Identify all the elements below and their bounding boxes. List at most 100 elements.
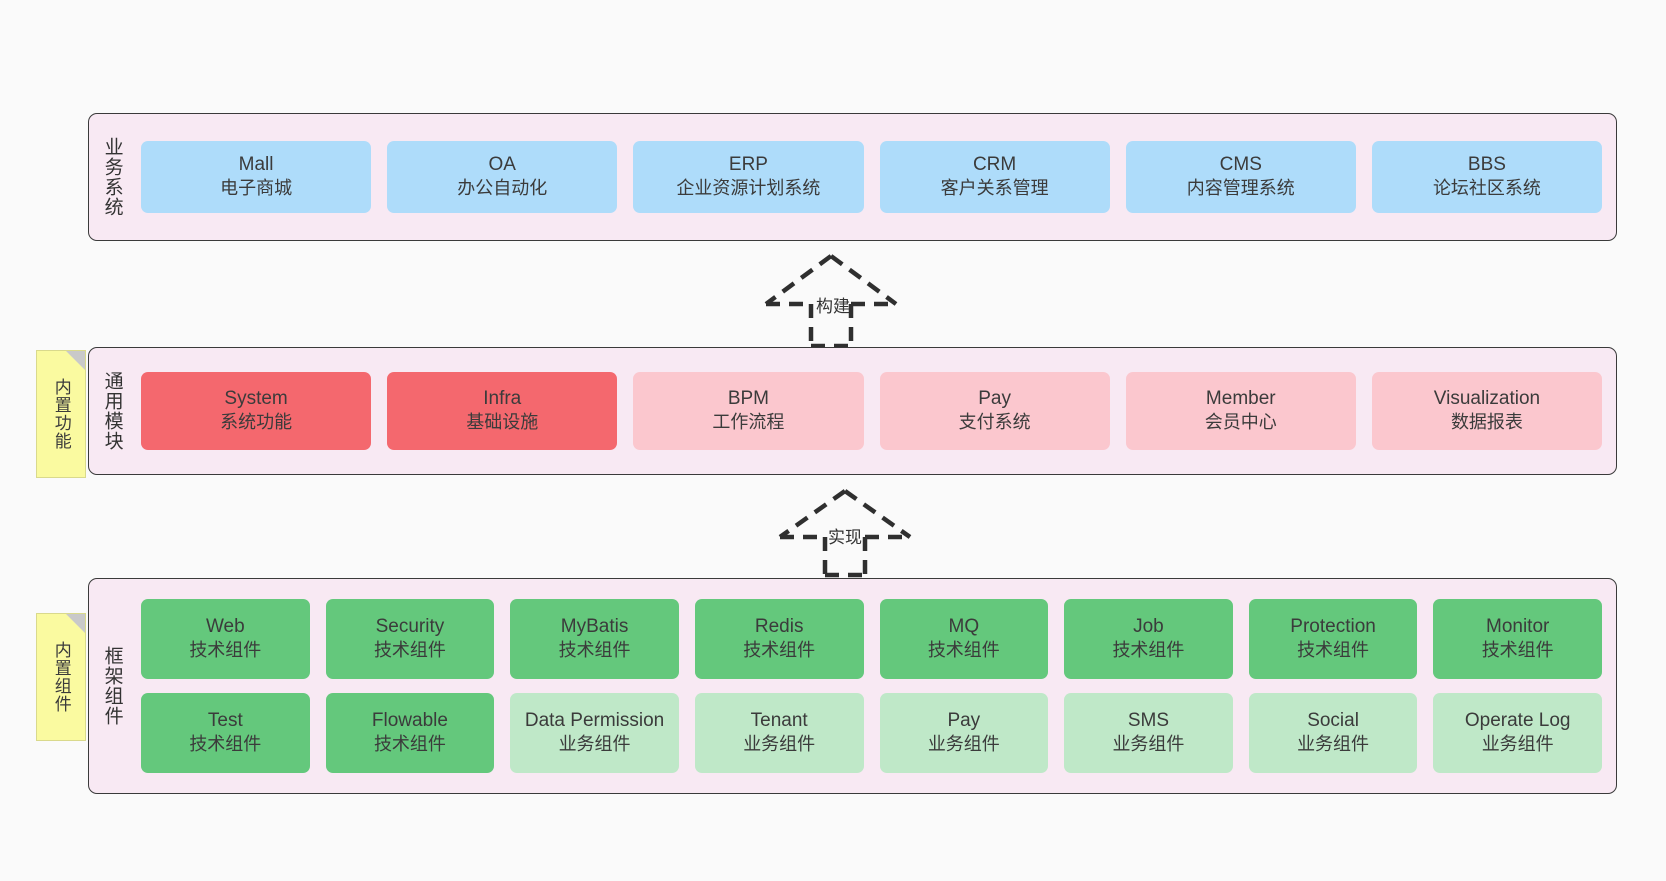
card-member-cn: 会员中心 <box>1204 412 1277 433</box>
card-pay-component-en: Pay <box>947 710 981 732</box>
card-infra[interactable]: Infra 基础设施 <box>387 372 618 450</box>
connector-implement-label: 实现 <box>828 528 862 547</box>
card-data-permission-cn: 业务组件 <box>558 734 631 755</box>
card-cms[interactable]: CMS 内容管理系统 <box>1125 141 1356 213</box>
modules-card-row: System 系统功能 Infra 基础设施 BPM 工作流程 Pay 支付系统… <box>141 372 1603 450</box>
card-bpm-cn: 工作流程 <box>712 412 785 433</box>
card-redis[interactable]: Redis 技术组件 <box>694 599 864 679</box>
card-security-en: Security <box>375 616 445 638</box>
framework-business-row: Test 技术组件 Flowable 技术组件 Data Permission … <box>141 693 1602 773</box>
card-sms-en: SMS <box>1127 710 1170 732</box>
card-mq-en: MQ <box>948 616 980 638</box>
card-oa-en: OA <box>488 154 516 176</box>
card-data-permission[interactable]: Data Permission 业务组件 <box>510 693 679 773</box>
card-sms[interactable]: SMS 业务组件 <box>1064 693 1233 773</box>
card-protection-en: Protection <box>1290 616 1376 638</box>
card-erp[interactable]: ERP 企业资源计划系统 <box>633 141 864 213</box>
card-flowable[interactable]: Flowable 技术组件 <box>325 693 495 773</box>
card-system-cn: 系统功能 <box>220 412 293 433</box>
card-infra-cn: 基础设施 <box>466 412 539 433</box>
card-operate-log-cn: 业务组件 <box>1481 734 1554 755</box>
card-monitor[interactable]: Monitor 技术组件 <box>1433 599 1602 679</box>
card-mq-cn: 技术组件 <box>927 640 1000 661</box>
card-member[interactable]: Member 会员中心 <box>1125 372 1356 450</box>
connector-build-label: 构建 <box>816 297 850 316</box>
layer-modules-title: 通用模块 <box>101 371 123 451</box>
card-pay-module-cn: 支付系统 <box>958 412 1031 433</box>
note-builtin-functions-label: 内置功能 <box>51 378 71 450</box>
card-system[interactable]: System 系统功能 <box>141 372 372 450</box>
card-bbs-en: BBS <box>1467 154 1506 176</box>
card-redis-cn: 技术组件 <box>743 640 816 661</box>
generalization-arrow-icon <box>764 254 898 349</box>
card-flowable-en: Flowable <box>371 710 448 732</box>
card-monitor-en: Monitor <box>1486 616 1550 638</box>
note-builtin-components-label: 内置组件 <box>51 641 71 713</box>
card-mybatis[interactable]: MyBatis 技术组件 <box>510 599 679 679</box>
card-visualization[interactable]: Visualization 数据报表 <box>1371 372 1603 450</box>
note-builtin-functions: 内置功能 <box>36 350 86 478</box>
layer-framework-title: 框架组件 <box>101 646 123 726</box>
card-visualization-en: Visualization <box>1433 388 1541 410</box>
card-test[interactable]: Test 技术组件 <box>141 693 310 773</box>
card-tenant-cn: 业务组件 <box>743 734 816 755</box>
card-pay-component[interactable]: Pay 业务组件 <box>879 693 1049 773</box>
card-job-en: Job <box>1133 616 1164 638</box>
card-crm-cn: 客户关系管理 <box>940 178 1049 199</box>
card-infra-en: Infra <box>483 388 522 410</box>
card-tenant[interactable]: Tenant 业务组件 <box>694 693 864 773</box>
layer-framework-body: Web 技术组件 Security 技术组件 MyBatis 技术组件 Redi… <box>135 579 1616 793</box>
business-card-row: Mall 电子商城 OA 办公自动化 ERP 企业资源计划系统 CRM 客户关系… <box>141 141 1603 213</box>
card-protection[interactable]: Protection 技术组件 <box>1248 599 1418 679</box>
card-mall-cn: 电子商城 <box>220 178 293 199</box>
card-job-cn: 技术组件 <box>1112 640 1185 661</box>
card-tenant-en: Tenant <box>750 710 808 732</box>
card-mybatis-en: MyBatis <box>560 616 629 638</box>
card-bpm-en: BPM <box>727 388 770 410</box>
card-member-en: Member <box>1205 388 1276 410</box>
note-fold-corner-icon <box>66 351 85 370</box>
card-oa[interactable]: OA 办公自动化 <box>387 141 618 213</box>
card-flowable-cn: 技术组件 <box>373 734 446 755</box>
card-bbs[interactable]: BBS 论坛社区系统 <box>1371 141 1603 213</box>
card-crm-en: CRM <box>972 154 1017 176</box>
card-test-cn: 技术组件 <box>189 734 262 755</box>
card-bpm[interactable]: BPM 工作流程 <box>633 372 864 450</box>
card-cms-cn: 内容管理系统 <box>1186 178 1295 199</box>
card-web[interactable]: Web 技术组件 <box>141 599 310 679</box>
card-pay-component-cn: 业务组件 <box>927 734 1000 755</box>
card-test-en: Test <box>207 710 243 732</box>
card-social-cn: 业务组件 <box>1297 734 1370 755</box>
card-system-en: System <box>224 388 288 410</box>
card-mall[interactable]: Mall 电子商城 <box>141 141 372 213</box>
card-pay-module[interactable]: Pay 支付系统 <box>879 372 1110 450</box>
card-visualization-cn: 数据报表 <box>1450 412 1523 433</box>
card-sms-cn: 业务组件 <box>1112 734 1185 755</box>
card-operate-log[interactable]: Operate Log 业务组件 <box>1433 693 1602 773</box>
card-mybatis-cn: 技术组件 <box>558 640 631 661</box>
card-mall-en: Mall <box>238 154 274 176</box>
card-oa-cn: 办公自动化 <box>457 178 548 199</box>
card-erp-cn: 企业资源计划系统 <box>676 178 821 199</box>
connector-build: 构建 <box>756 252 906 349</box>
card-erp-en: ERP <box>728 154 768 176</box>
layer-framework-components: 框架组件 Web 技术组件 Security 技术组件 MyBatis 技术组件… <box>88 578 1617 794</box>
layer-business-systems: 业务系统 Mall 电子商城 OA 办公自动化 ERP 企业资源计划系统 CRM… <box>88 113 1617 241</box>
layer-common-modules: 通用模块 System 系统功能 Infra 基础设施 BPM 工作流程 Pay… <box>88 347 1617 475</box>
card-crm[interactable]: CRM 客户关系管理 <box>879 141 1110 213</box>
card-protection-cn: 技术组件 <box>1297 640 1370 661</box>
card-mq[interactable]: MQ 技术组件 <box>879 599 1049 679</box>
card-redis-en: Redis <box>754 616 804 638</box>
card-security[interactable]: Security 技术组件 <box>325 599 495 679</box>
framework-tech-row: Web 技术组件 Security 技术组件 MyBatis 技术组件 Redi… <box>141 599 1602 679</box>
card-job[interactable]: Job 技术组件 <box>1064 599 1233 679</box>
note-builtin-components: 内置组件 <box>36 613 86 741</box>
card-pay-module-en: Pay <box>978 388 1011 410</box>
note-fold-corner-icon <box>66 614 85 633</box>
card-social[interactable]: Social 业务组件 <box>1248 693 1418 773</box>
card-security-cn: 技术组件 <box>373 640 446 661</box>
card-bbs-cn: 论坛社区系统 <box>1432 178 1541 199</box>
layer-business-title: 业务系统 <box>101 137 123 217</box>
card-monitor-cn: 技术组件 <box>1481 640 1554 661</box>
card-data-permission-en: Data Permission <box>524 710 665 732</box>
